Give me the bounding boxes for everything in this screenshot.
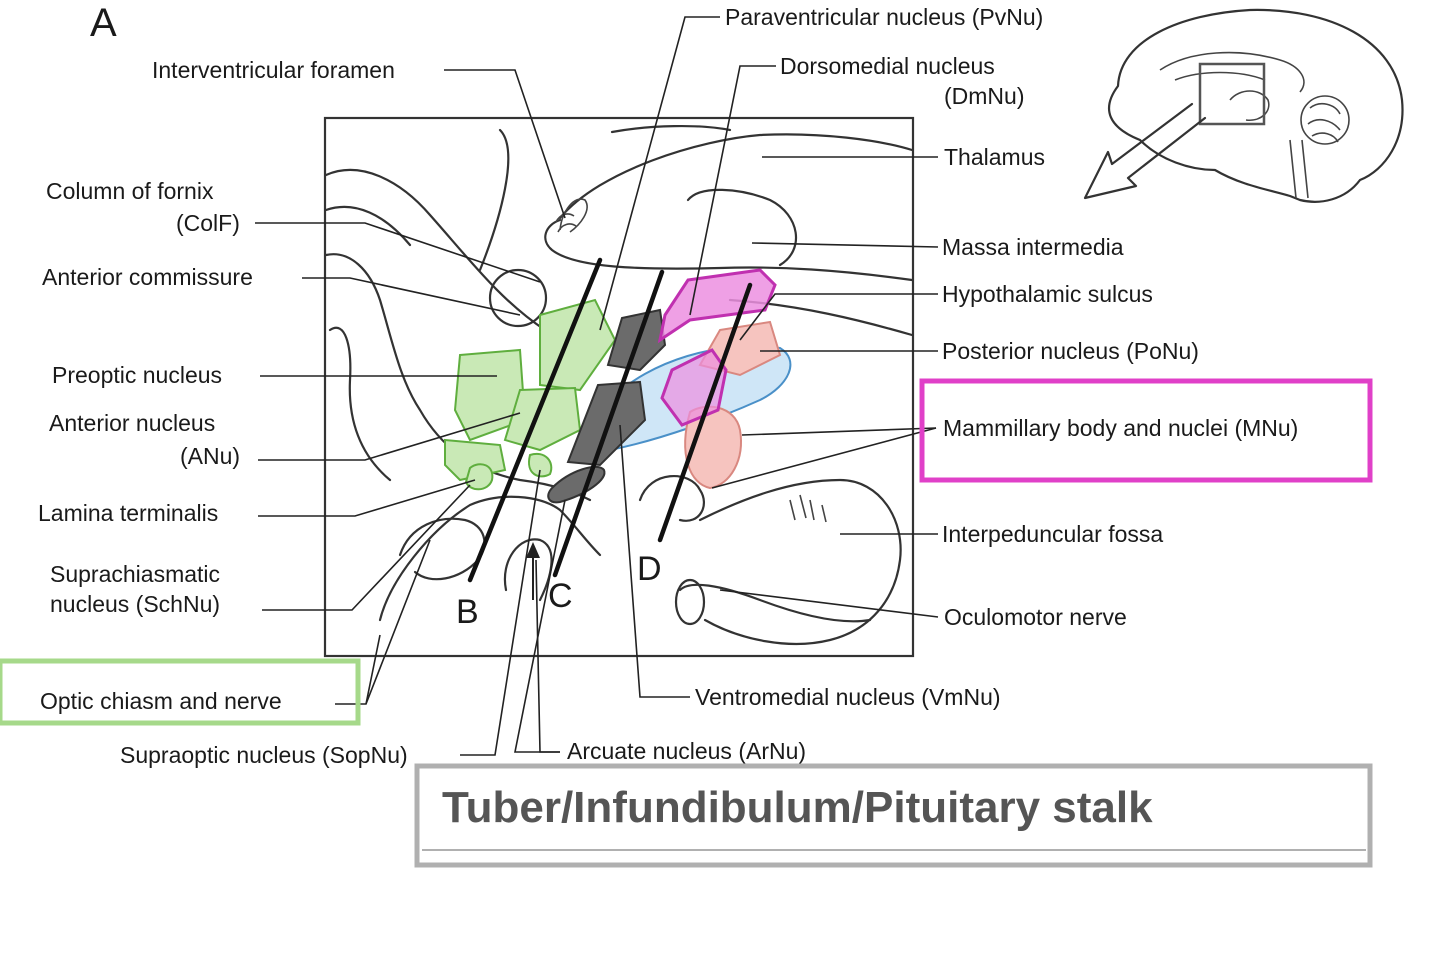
- region-green-anterior: [503, 386, 582, 452]
- label-interventricular-foramen: Interventricular foramen: [152, 57, 395, 83]
- tuber-banner: Tuber/Infundibulum/Pituitary stalk: [414, 763, 1373, 868]
- label-thalamus: Thalamus: [944, 144, 1045, 170]
- label-colf-line2: (ColF): [176, 210, 240, 236]
- labels: Paraventricular nucleus (PvNu) Dorsomedi…: [38, 4, 1298, 768]
- figure-letter: A: [90, 1, 117, 45]
- region-dark-arnu: [547, 465, 606, 504]
- mnu-highlight-box: [919, 378, 1373, 483]
- label-oculomotor-nerve: Oculomotor nerve: [944, 604, 1127, 630]
- label-sopnu: Supraoptic nucleus (SopNu): [120, 742, 408, 768]
- label-anterior-commissure: Anterior commissure: [42, 264, 253, 290]
- plane-c-line: [552, 269, 665, 578]
- label-pvnu: Paraventricular nucleus (PvNu): [725, 4, 1043, 30]
- leader-lines: [255, 16, 939, 756]
- label-dmnu-line1: Dorsomedial nucleus: [780, 53, 995, 79]
- label-anu-line1: Anterior nucleus: [49, 410, 215, 436]
- region-green-sopnu: [528, 452, 553, 478]
- plane-b-line: [467, 257, 603, 583]
- plane-b-label: B: [456, 593, 479, 631]
- plane-d-line: [657, 282, 753, 543]
- label-vmnu: Ventromedial nucleus (VmNu): [695, 684, 1001, 710]
- tuber-banner-text: Tuber/Infundibulum/Pituitary stalk: [442, 783, 1153, 832]
- nuclei-regions: [444, 268, 792, 504]
- label-dmnu-line2: (DmNu): [944, 83, 1025, 109]
- region-magenta-lower: [660, 348, 728, 427]
- label-lamina-terminalis: Lamina terminalis: [38, 500, 218, 526]
- label-interpeduncular-fossa: Interpeduncular fossa: [942, 521, 1163, 547]
- anatomy-outlines: [324, 124, 914, 646]
- label-colf-line1: Column of fornix: [46, 178, 214, 204]
- label-arnu: Arcuate nucleus (ArNu): [567, 738, 806, 764]
- plane-d-label: D: [637, 550, 662, 588]
- tuber-arrow-icon: [526, 542, 540, 600]
- label-optic-chiasm: Optic chiasm and nerve: [40, 688, 282, 714]
- optic-chiasm-highlight-box: [0, 658, 361, 726]
- label-mnu: Mammillary body and nuclei (MNu): [943, 415, 1298, 441]
- inset-brain-icon: [1083, 8, 1404, 203]
- region-magenta-upper: [657, 268, 777, 344]
- label-schnu-line1: Suprachiasmatic: [50, 561, 220, 587]
- label-hypothalamic-sulcus: Hypothalamic sulcus: [942, 281, 1153, 307]
- diagram-frame: [323, 116, 915, 658]
- label-preoptic: Preoptic nucleus: [52, 362, 222, 388]
- label-massa-intermedia: Massa intermedia: [942, 234, 1124, 260]
- plane-c-label: C: [548, 577, 573, 615]
- label-ponu: Posterior nucleus (PoNu): [942, 338, 1199, 364]
- label-anu-line2: (ANu): [180, 443, 240, 469]
- label-schnu-line2: nucleus (SchNu): [50, 591, 220, 617]
